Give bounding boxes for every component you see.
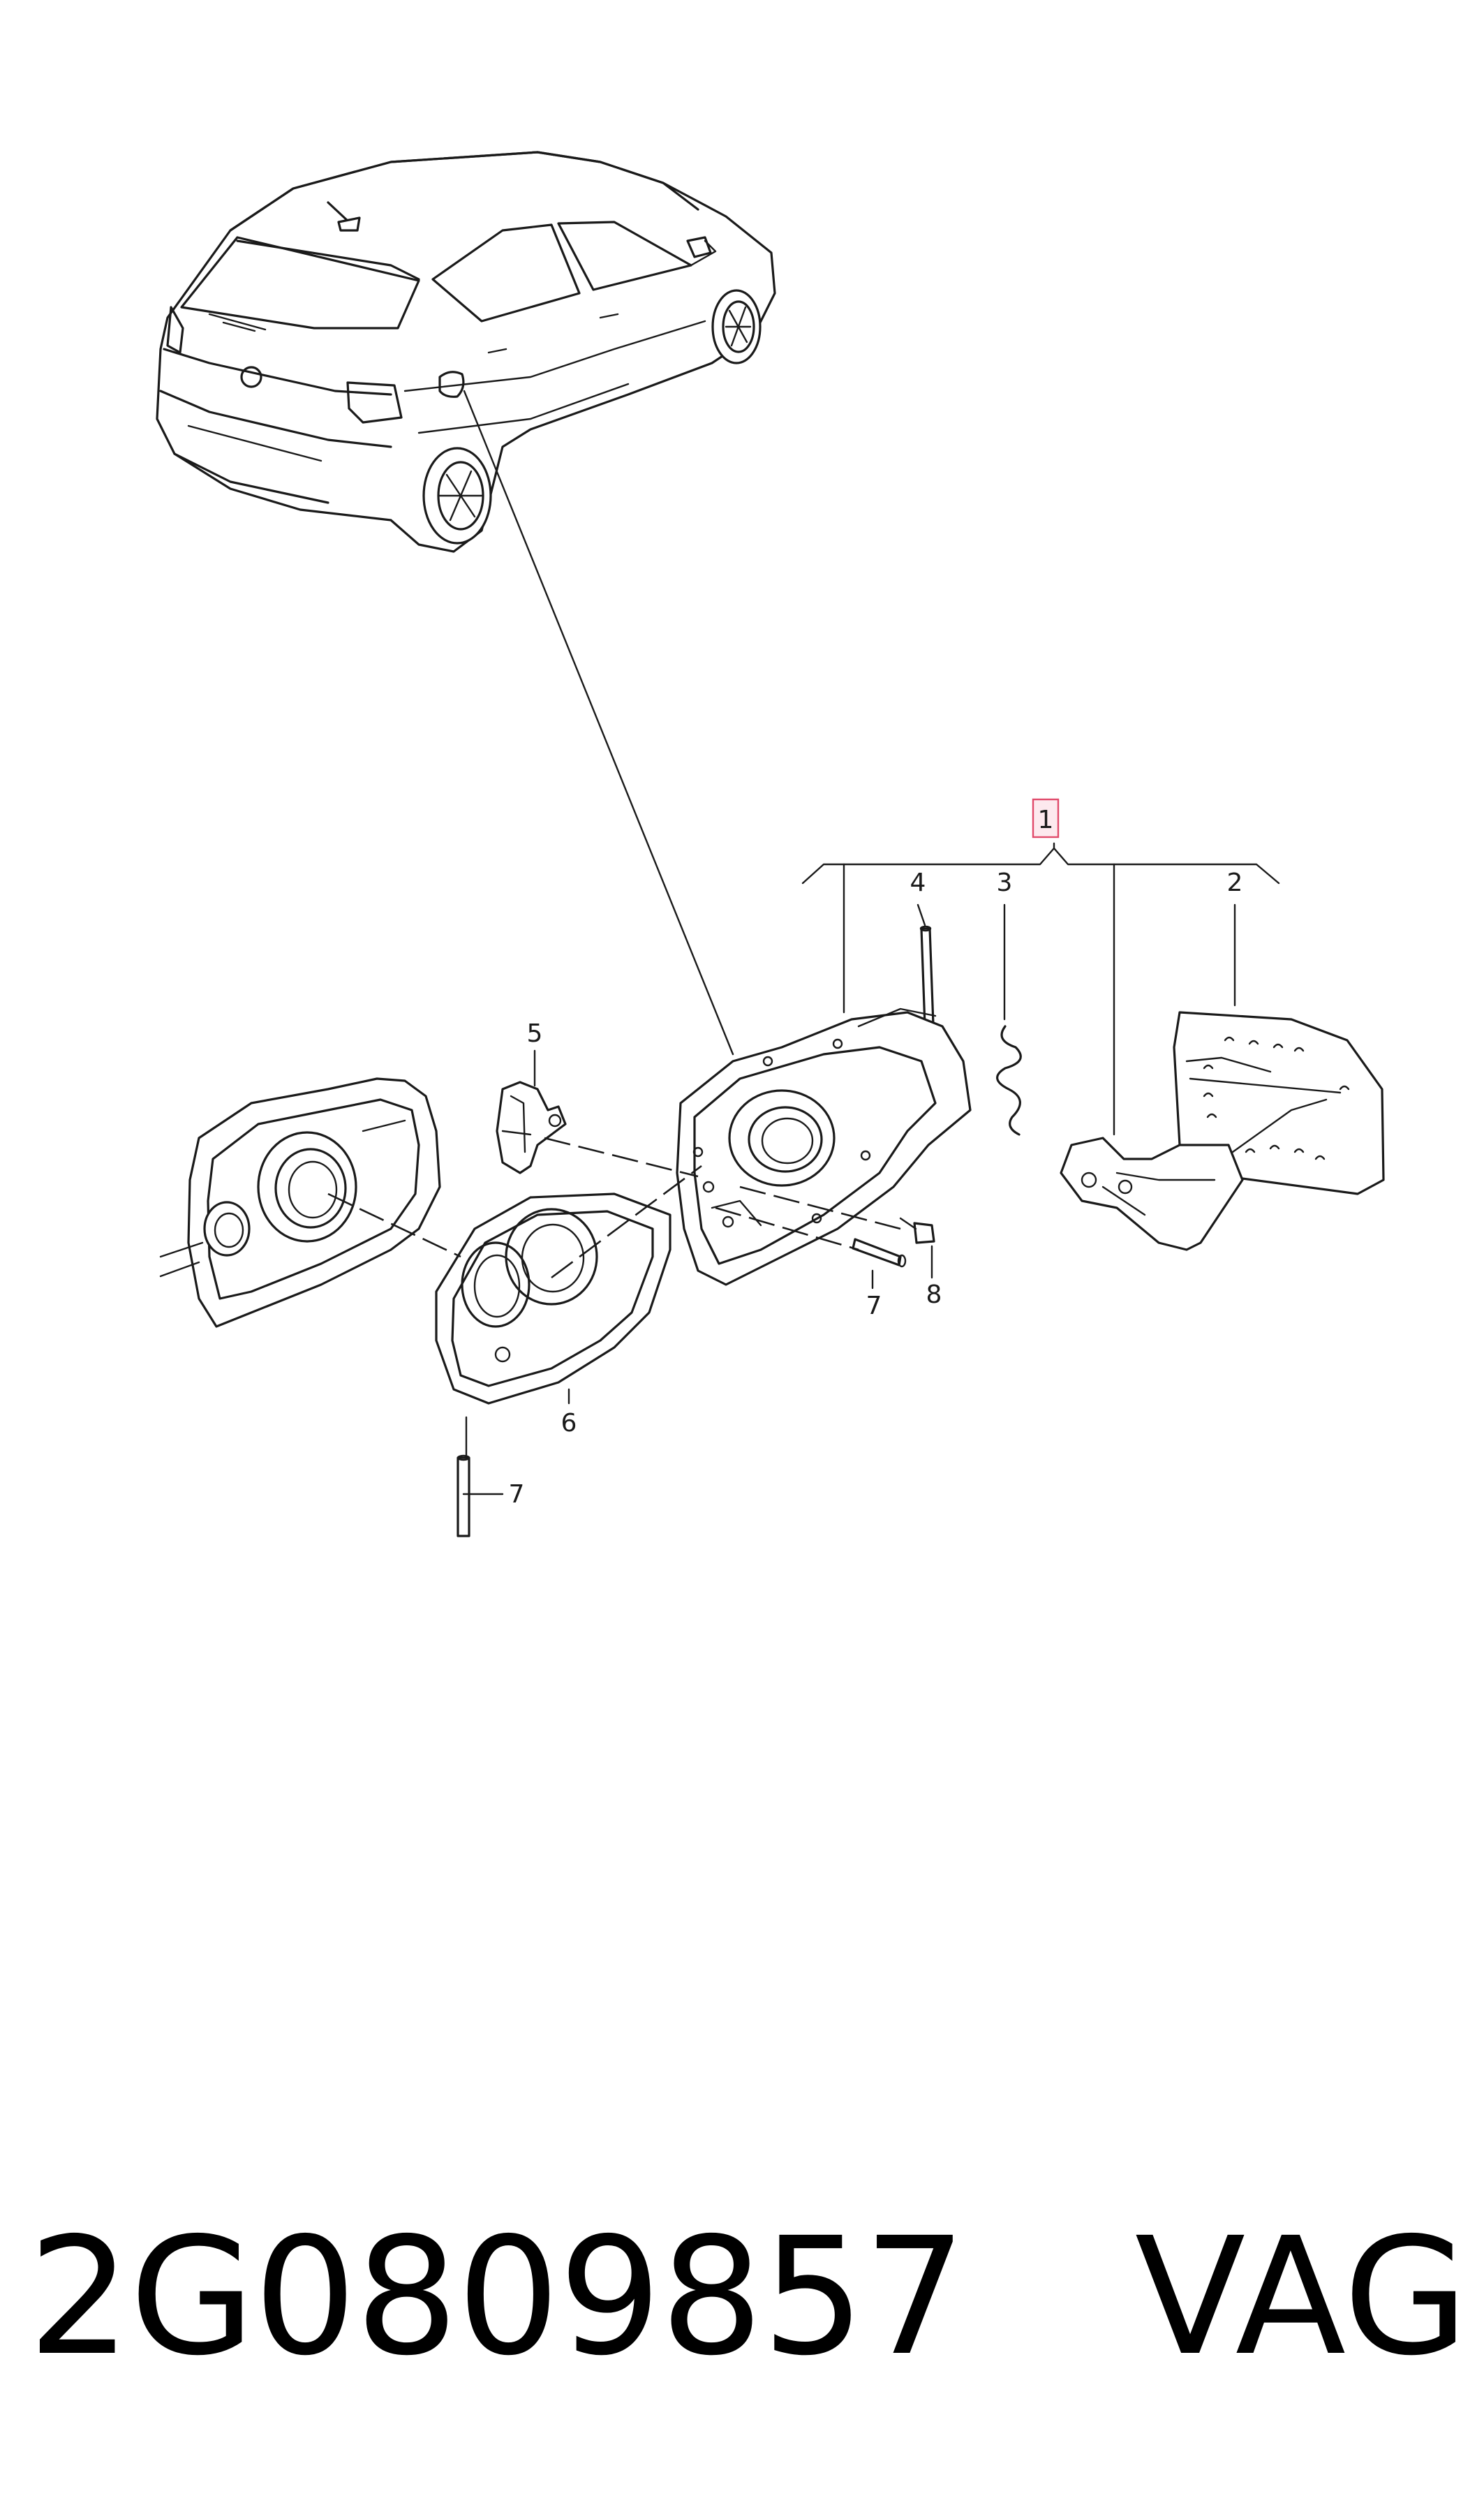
alignment-lines: [327, 1137, 901, 1279]
spring-part: [996, 1025, 1022, 1136]
callout-7-pin[interactable]: 7: [509, 1480, 525, 1509]
callout-4[interactable]: 4: [910, 869, 926, 897]
car-to-housing-leader: [463, 390, 734, 1056]
callout-6[interactable]: 6: [561, 1409, 577, 1438]
filler-flap-unit: [1060, 1011, 1385, 1251]
callout-2[interactable]: 2: [1227, 869, 1243, 897]
brand-name: VAG: [1134, 2203, 1469, 2391]
callout-5[interactable]: 5: [527, 1019, 543, 1048]
callout-7-bolt[interactable]: 7: [866, 1292, 882, 1320]
assembly-bracket: [801, 842, 1280, 1136]
filler-housing: [676, 1007, 972, 1286]
car-illustration: [156, 151, 776, 553]
pin-part-7: [457, 1454, 470, 1537]
screw-part-8: [899, 1217, 935, 1244]
callout-1[interactable]: 1: [1038, 806, 1054, 834]
body-panel-filler-neck: [159, 1077, 441, 1328]
actuator-part: [496, 1081, 567, 1174]
callout-leaders: [462, 903, 1236, 1495]
callout-8[interactable]: 8: [926, 1280, 942, 1309]
callout-labels: 1 2 3 4 5 6 7 8 7: [509, 798, 1243, 1509]
part-number: 2G0809857: [28, 2203, 967, 2391]
seal-part: [435, 1192, 671, 1405]
bolt-part-7: [852, 1238, 907, 1268]
footer: 2G0809857 VAG: [0, 2206, 1484, 2388]
callout-1-highlight: [1032, 798, 1060, 839]
callout-3[interactable]: 3: [997, 869, 1013, 897]
